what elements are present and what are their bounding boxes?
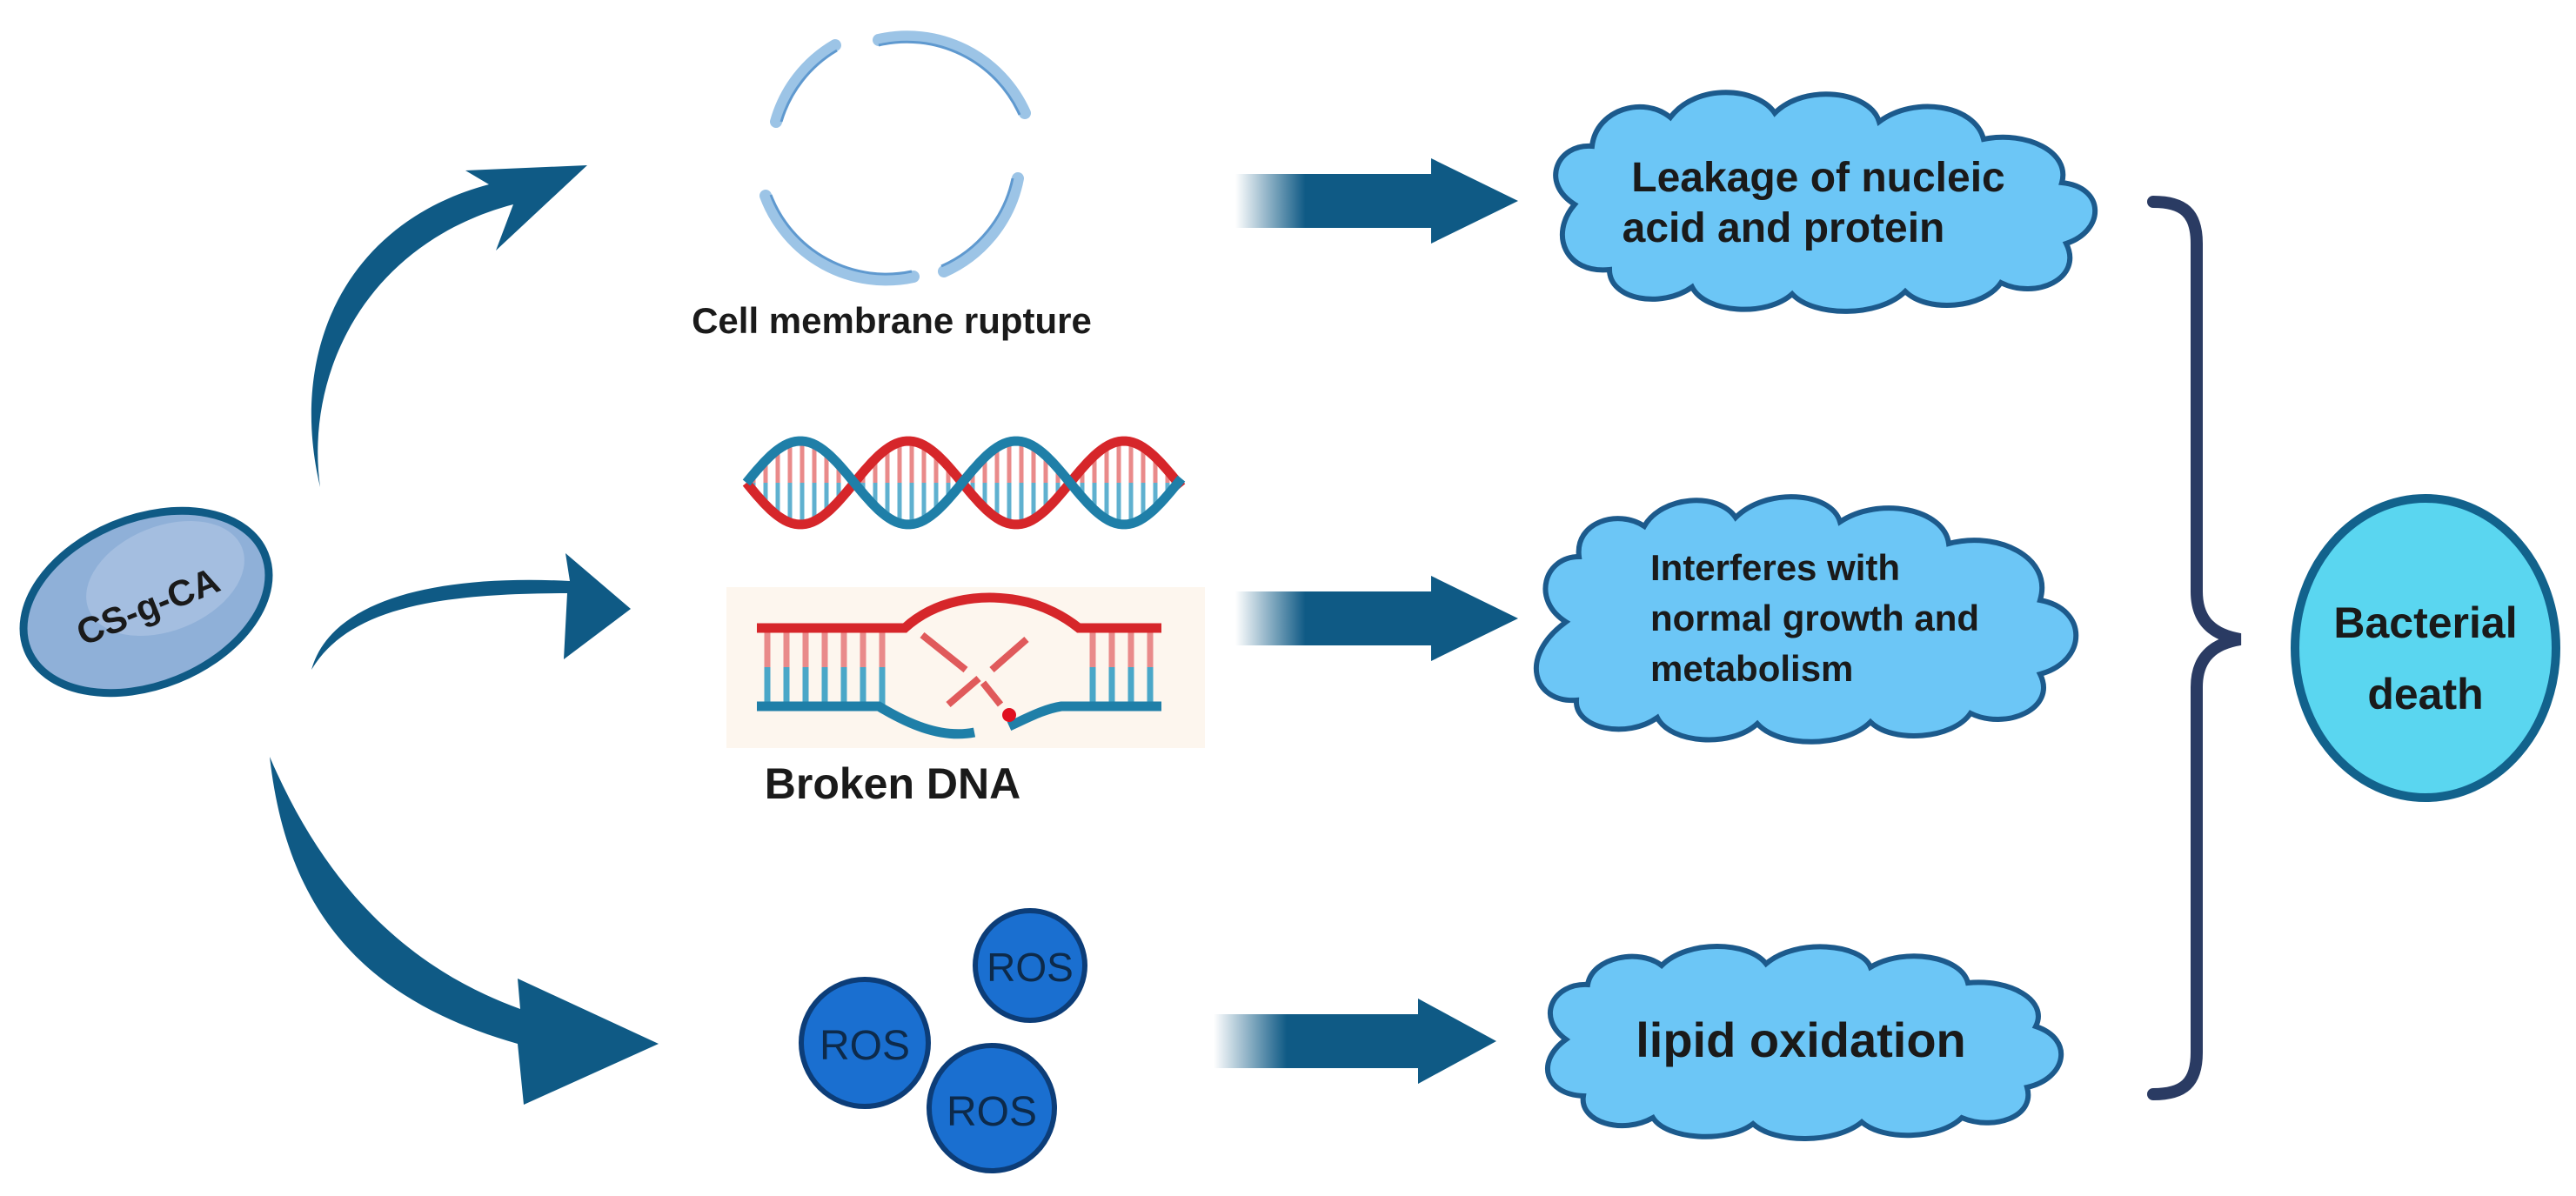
broken-dna-icon: [726, 587, 1205, 748]
dna-helix-icon: [742, 436, 1186, 530]
effect-cloud-interference: Interferes with normal growth and metabo…: [1533, 494, 2079, 745]
ros-particle: ROS: [973, 908, 1087, 1023]
ros-label: ROS: [947, 1089, 1037, 1135]
effect-arrow-top: [1235, 158, 1518, 244]
grouping-brace: [2147, 196, 2242, 1100]
ros-cluster: ROS ROS ROS: [799, 908, 1087, 1173]
interference-line-1: Interferes with: [1650, 547, 1900, 588]
leakage-line-2: acid and protein: [1623, 205, 1945, 251]
ros-particle: ROS: [927, 1043, 1057, 1173]
ros-particle: ROS: [799, 977, 931, 1109]
oxidation-line-1: lipid oxidation: [1636, 1012, 1966, 1067]
effect-cloud-leakage: Leakage of nucleic acid and protein: [1553, 90, 2098, 314]
outcome-line-1: Bacterial: [2333, 598, 2517, 647]
ros-label: ROS: [820, 1023, 910, 1069]
branch-arrow-top: [311, 165, 587, 487]
interference-line-2: normal growth and: [1650, 598, 1979, 638]
membrane-rupture-icon-inner: [769, 40, 1021, 276]
agent-node: CS-g-CA: [19, 506, 273, 698]
effect-arrow-bottom: [1214, 999, 1496, 1084]
effect-cloud-oxidation: lipid oxidation: [1544, 944, 2064, 1141]
branch-arrow-middle: [311, 553, 631, 670]
leakage-line-1: Leakage of nucleic: [1631, 155, 2005, 201]
broken-dna-label: Broken DNA: [765, 759, 1020, 808]
interference-line-3: metabolism: [1650, 648, 1853, 689]
membrane-label: Cell membrane rupture: [692, 300, 1092, 341]
membrane-rupture-icon: [759, 30, 1031, 286]
ros-label: ROS: [987, 945, 1074, 990]
outcome-line-2: death: [2367, 670, 2483, 718]
effect-arrow-middle: [1235, 576, 1518, 661]
dna-strand-blue: [742, 436, 1186, 530]
outcome-node: Bacterial death: [2291, 494, 2560, 802]
branch-arrow-bottom: [270, 757, 659, 1105]
